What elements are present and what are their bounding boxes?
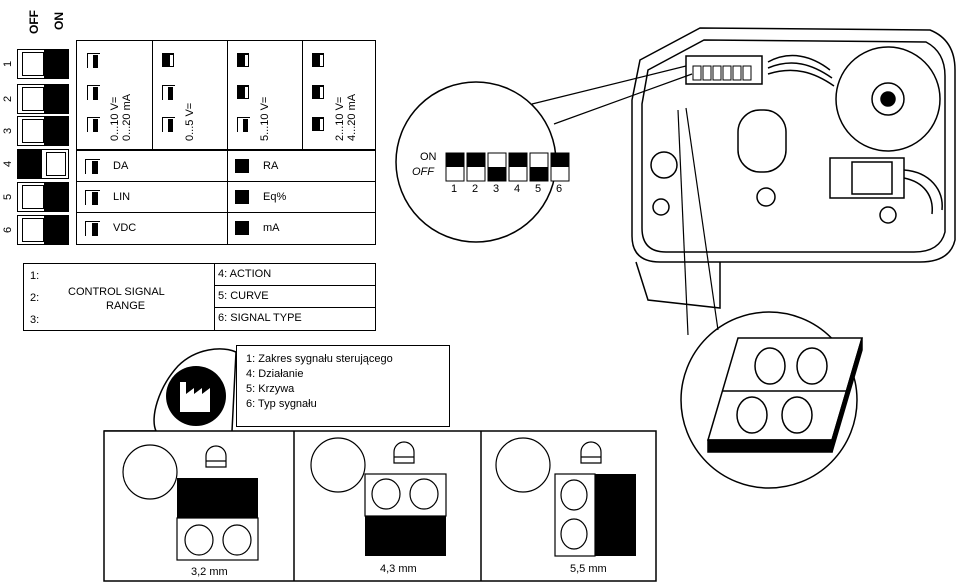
range-switch-indicator (162, 85, 175, 100)
dip-switch-knob (530, 167, 548, 181)
switch-legend-4 (17, 149, 69, 179)
plug-panel-3-label: 5,5 mm (570, 563, 607, 575)
range-label: RANGE (106, 300, 146, 312)
polish-note-line: 1: Zakres sygnału sterującego (246, 353, 393, 365)
legend-signal-type: 6: SIGNAL TYPE (218, 312, 302, 324)
dip-number-1: 1 (451, 183, 458, 195)
dip-switch-knob (446, 153, 464, 167)
range-switch-indicator (237, 53, 249, 67)
mode-switch-indicator (85, 221, 100, 236)
dip-on-label: ON (420, 151, 437, 163)
polish-note-line: 6: Typ sygnału (246, 398, 317, 410)
range-switch-indicator (162, 53, 174, 67)
range-switch-indicator (87, 85, 100, 100)
switch-legend-2 (17, 84, 69, 114)
dip-off-label: OFF (412, 166, 434, 178)
mode-switch-indicator (235, 190, 249, 204)
plug-panel-3 (495, 437, 636, 557)
dip-switch-knob (488, 167, 506, 181)
range-switch-indicator (237, 85, 249, 99)
switch-legend-3 (17, 116, 69, 146)
legend-table: 1: 2: 3: CONTROL SIGNAL RANGE 4: ACTION … (23, 263, 376, 331)
polish-note-line: 4: Działanie (246, 368, 304, 380)
mode-label-left: DA (113, 160, 129, 172)
factory-callout-bubble (104, 348, 237, 432)
range-switch-indicator (312, 53, 324, 67)
plug-panel-2-label: 4,3 mm (380, 563, 417, 575)
switch-legend-5 (17, 182, 69, 212)
switch-legend-1 (17, 49, 69, 79)
mode-label-right: Eq% (263, 191, 287, 203)
legend-curve: 5: CURVE (218, 290, 269, 302)
plug-panel-1-label: 3,2 mm (191, 566, 228, 578)
range-switch-indicator (87, 117, 100, 132)
legend-num-3: 3: (30, 314, 40, 326)
plug-panel-2 (310, 437, 447, 556)
legend-num-1: 1: (30, 270, 40, 282)
dip-number-6: 6 (556, 183, 563, 195)
legend-action: 4: ACTION (218, 268, 272, 280)
range-switch-indicator (312, 117, 324, 131)
factory-icon (166, 366, 226, 426)
range-switch-indicator (87, 53, 100, 68)
control-signal-label: CONTROL SIGNAL (68, 286, 165, 298)
actuator-device (631, 27, 956, 309)
range-switch-indicator (237, 117, 250, 132)
dip-number-3: 3 (493, 183, 500, 195)
dip-number-5: 5 (535, 183, 542, 195)
mode-table: DA RA LIN Eq% VDC mA (76, 150, 376, 245)
mode-label-right: RA (263, 160, 279, 172)
range-switch-indicator (312, 85, 324, 99)
mode-switch-indicator (235, 159, 249, 173)
polish-note-line: 5: Krzywa (246, 383, 295, 395)
plug-panel-1 (122, 444, 259, 561)
mode-switch-indicator (235, 221, 249, 235)
plug-3d (706, 337, 864, 453)
mode-label-left: VDC (113, 222, 137, 234)
mode-label-right: mA (263, 222, 280, 234)
dip-switch-knob (509, 153, 527, 167)
dip-number-2: 2 (472, 183, 479, 195)
mode-switch-indicator (85, 190, 100, 205)
mode-label-left: LIN (113, 191, 131, 203)
mode-switch-indicator (85, 159, 100, 174)
dip-switch-knob (551, 153, 569, 167)
legend-num-2: 2: (30, 292, 40, 304)
dip-number-4: 4 (514, 183, 521, 195)
polish-note: 1: Zakres sygnału sterującego 4: Działani… (236, 345, 450, 427)
switch-legend-6 (17, 215, 69, 245)
dip-switch-knob (467, 153, 485, 167)
range-switch-indicator (162, 117, 175, 132)
